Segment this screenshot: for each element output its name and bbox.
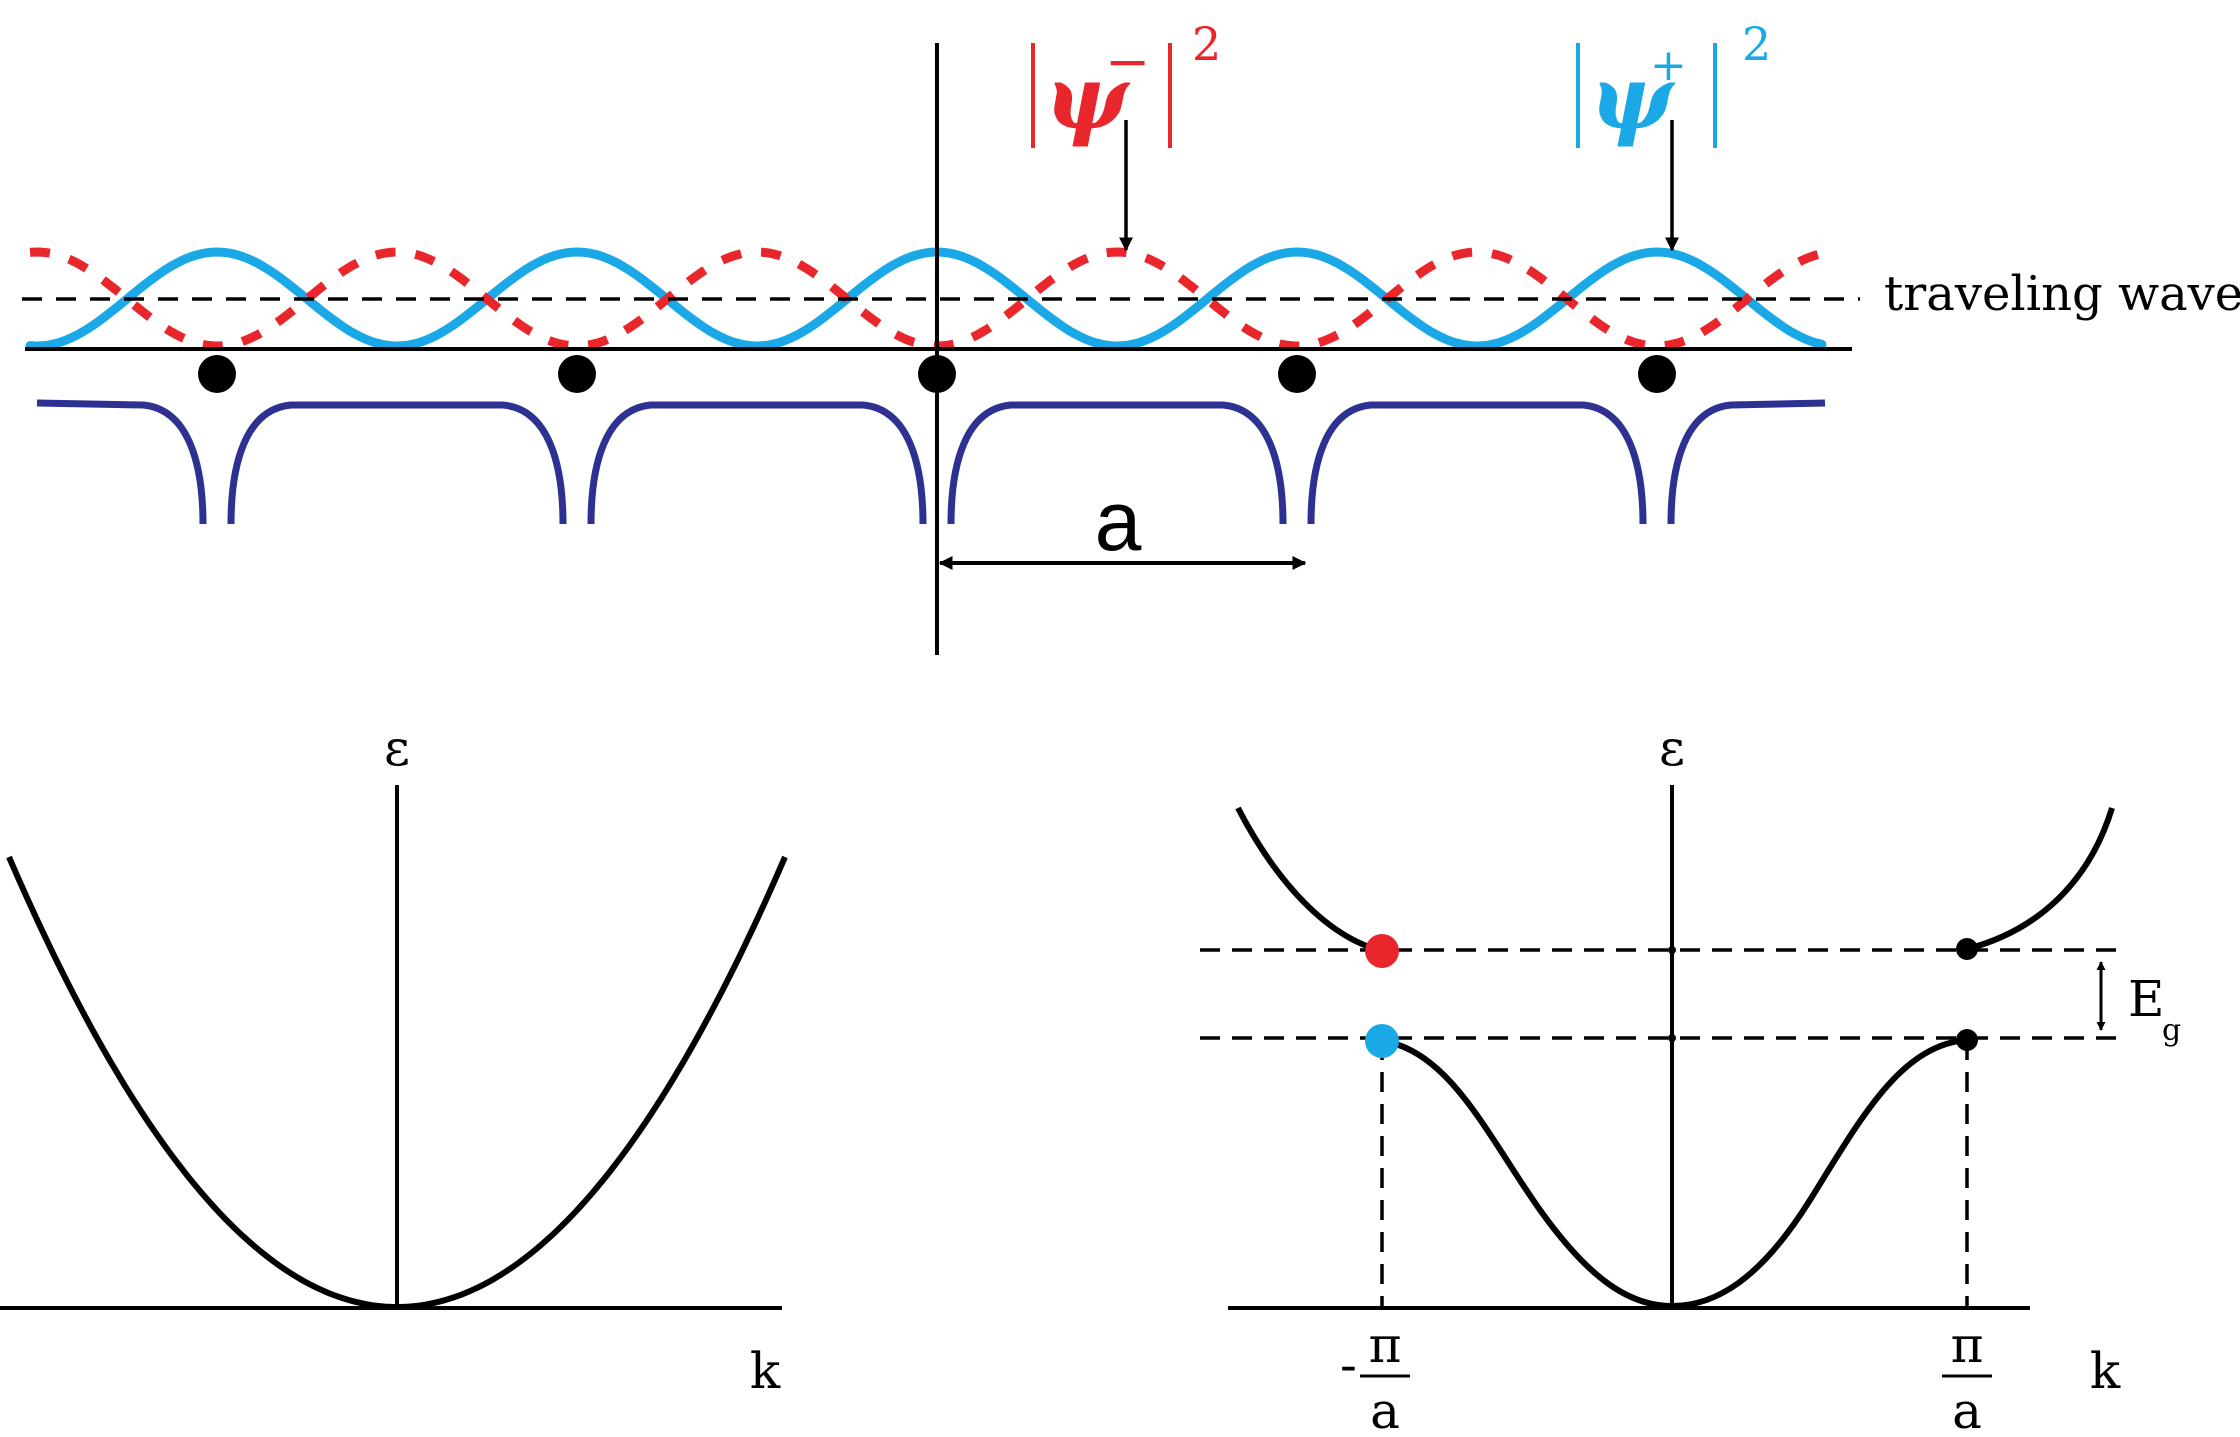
- upper-band-left-curve: [1235, 806, 1383, 954]
- potential-well-segment: [1667, 399, 1826, 525]
- psi-minus-symbol: ψ: [1045, 45, 1131, 149]
- ion-core-dot: [1278, 355, 1316, 393]
- psi-plus-probability-curve: [25, 247, 1827, 351]
- ion-core-dot: [198, 355, 236, 393]
- ion-cores: [198, 355, 1676, 393]
- energy-axis-label: ε: [1659, 719, 1685, 777]
- free-electron-parabola: [6, 855, 788, 1310]
- potential-well-segment: [227, 401, 567, 525]
- psi-plus-symbol: ψ: [1590, 45, 1676, 149]
- psi-plus-label: ψ + 2: [1576, 17, 1771, 149]
- upper-band-right-curve: [1966, 807, 2115, 952]
- positive-zone-boundary-tick-label: π a: [1942, 1316, 1992, 1437]
- a-denominator: a: [1370, 1382, 1400, 1437]
- periodic-potential: [36, 399, 1826, 525]
- lattice-panel: ψ − 2 ψ + 2 traveling wave a: [22, 17, 2240, 655]
- psi-minus-power: 2: [1192, 17, 1221, 71]
- psi-plus-power: 2: [1742, 17, 1771, 71]
- ion-core-dot: [558, 355, 596, 393]
- band-gap-subscript: g: [2162, 1013, 2181, 1048]
- psi-minus-state-dot: [1365, 934, 1399, 968]
- upper-band-edge-dot: [1956, 938, 1978, 960]
- lattice-constant-label: a: [1095, 474, 1142, 568]
- ion-core-dot: [918, 355, 956, 393]
- a-denominator: a: [1952, 1382, 1982, 1437]
- free-electron-dispersion-panel: ε k: [0, 719, 788, 1400]
- axis-crossing-dot: [1668, 1034, 1676, 1042]
- pi-numerator: π: [1369, 1316, 1402, 1374]
- lower-band-edge-dot: [1956, 1029, 1978, 1051]
- k-axis-label: k: [2090, 1342, 2121, 1400]
- ion-core-dot: [1638, 355, 1676, 393]
- traveling-wave-label: traveling wave: [1884, 266, 2240, 322]
- axis-crossing-dot: [1668, 946, 1676, 954]
- negative-zone-boundary-tick-label: - π a: [1340, 1316, 1410, 1437]
- potential-well-segment: [587, 401, 927, 525]
- pi-numerator: π: [1951, 1316, 1984, 1374]
- psi-plus-state-dot: [1365, 1024, 1399, 1058]
- psi-plus-sign: +: [1650, 40, 1687, 91]
- energy-axis-label: ε: [384, 719, 410, 777]
- minus-sign: -: [1340, 1336, 1357, 1394]
- potential-well-segment: [36, 399, 207, 525]
- band-gap-label: E: [2128, 970, 2165, 1028]
- potential-well-segment: [947, 401, 1287, 525]
- psi-minus-sign: −: [1105, 30, 1150, 93]
- potential-well-segment: [1307, 401, 1647, 525]
- k-axis-label: k: [750, 1342, 781, 1400]
- psi-minus-label: ψ − 2: [1031, 17, 1221, 149]
- band-gap-dispersion-panel: E g ε k - π a π a: [1200, 719, 2181, 1437]
- lower-band-curve: [1381, 1037, 1968, 1310]
